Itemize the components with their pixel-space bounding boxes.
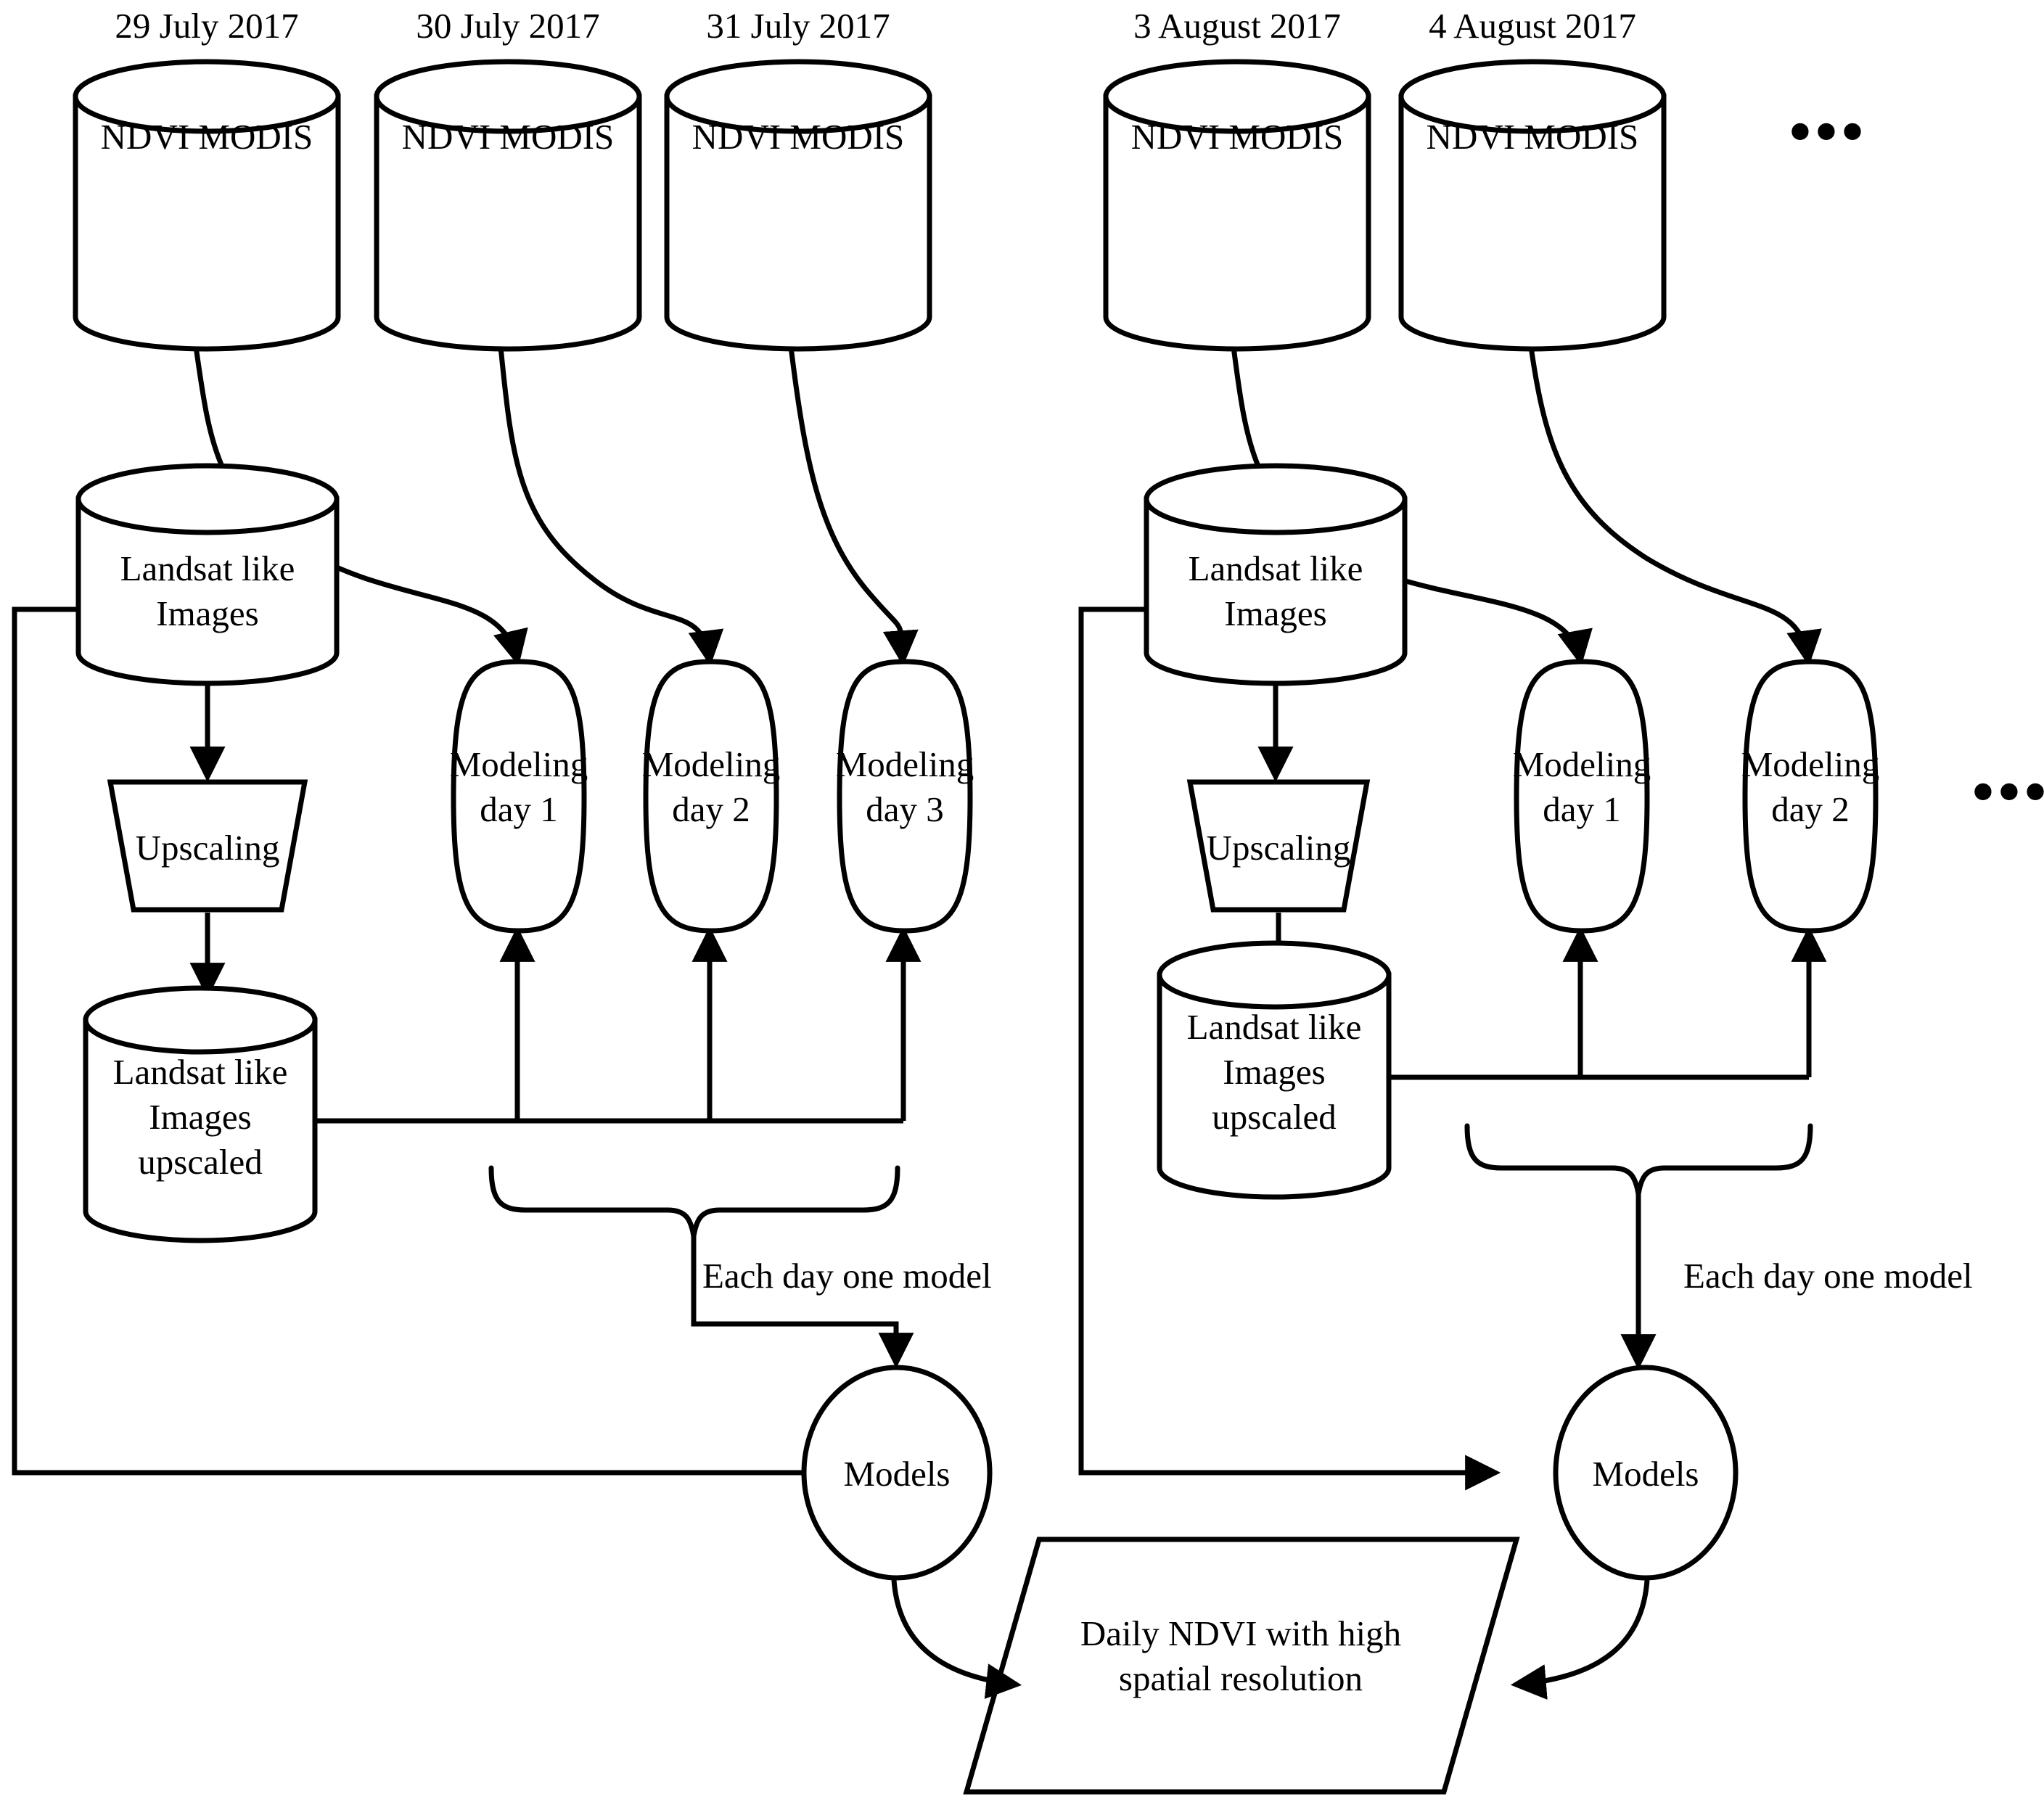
modeling-box-2-right: Modeling day 2	[1741, 659, 1880, 934]
modeling-line1-1-right: Modeling	[1513, 744, 1651, 784]
edge-landsat-to-models-left	[12, 606, 841, 1491]
models-circle-left: Models	[801, 1365, 993, 1581]
landsat-upscaled-line1-left: Landsat like	[113, 1052, 288, 1092]
landsat-upscaled-cylinder-right: Landsat like Images upscaled	[1157, 940, 1392, 1200]
modeling-line1-1-left: Modeling	[450, 744, 588, 784]
modeling-line2-2-left: day 2	[672, 789, 750, 829]
date-label-1: 29 July 2017	[115, 6, 298, 46]
models-label-left: Models	[844, 1454, 951, 1494]
modeling-line2-1-right: day 1	[1543, 789, 1621, 829]
modis-label-4: NDVI MODIS	[1131, 117, 1344, 157]
date-label-3: 31 July 2017	[706, 6, 890, 46]
landsat-upscaled-cylinder-left: Landsat like Images upscaled	[83, 985, 318, 1243]
models-label-right: Models	[1593, 1454, 1699, 1494]
date-label-4: 3 August 2017	[1133, 6, 1341, 46]
modeling-box-2-left: Modeling day 2	[642, 659, 781, 934]
upscaling-label-left: Upscaling	[136, 828, 280, 868]
edge-modis2-to-modeling2	[498, 346, 724, 667]
modis-cylinder-2: NDVI MODIS	[374, 59, 642, 352]
upscaling-trapezoid-right: Upscaling	[1186, 779, 1371, 913]
modis-label-2: NDVI MODIS	[402, 117, 615, 157]
edge-modis5-to-modeling2-right	[1528, 346, 1822, 667]
modeling-line1-2-right: Modeling	[1741, 744, 1880, 784]
upscaling-trapezoid-left: Upscaling	[107, 779, 308, 913]
date-label-2: 30 July 2017	[416, 6, 599, 46]
modeling-line2-2-right: day 2	[1771, 789, 1850, 829]
landsat-source-cylinder-right: Landsat like Images	[1144, 463, 1408, 686]
edge-modis3-to-modeling3	[788, 346, 919, 667]
modis-label-3: NDVI MODIS	[692, 117, 905, 157]
landsat-upscaled-line2-left: Images	[149, 1097, 252, 1137]
brace-right	[1464, 1123, 1813, 1195]
modis-label-1: NDVI MODIS	[101, 117, 313, 157]
ellipsis-middle-right-icon: •••	[1972, 757, 2044, 826]
landsat-source-line2-left: Images	[156, 593, 259, 633]
output-parallelogram: Daily NDVI with high spatial resolution	[963, 1537, 1520, 1795]
modis-cylinder-5: NDVI MODIS	[1398, 59, 1667, 352]
landsat-source-cylinder-left: Landsat like Images	[75, 463, 340, 686]
modis-cylinder-3: NDVI MODIS	[664, 59, 932, 352]
edge-models-right-to-output	[1510, 1579, 1650, 1700]
modis-cylinder-1: NDVI MODIS	[73, 59, 341, 352]
modeling-box-1-right: Modeling day 1	[1513, 659, 1651, 934]
landsat-upscaled-line2-right: Images	[1223, 1052, 1326, 1092]
modeling-line1-3-left: Modeling	[836, 744, 974, 784]
edge-models-left-to-output	[891, 1579, 1022, 1699]
landsat-source-line1-right: Landsat like	[1189, 548, 1363, 588]
landsat-upscaled-line3-right: upscaled	[1212, 1097, 1336, 1137]
modeling-line2-3-left: day 3	[866, 789, 944, 829]
modeling-box-3-left: Modeling day 3	[836, 659, 974, 934]
ellipsis-top-icon: •••	[1789, 96, 1868, 166]
landsat-source-line1-left: Landsat like	[120, 548, 295, 588]
landsat-source-line2-right: Images	[1224, 593, 1327, 633]
edge-brace-to-models-left	[691, 1236, 914, 1369]
brace-label-right: Each day one model	[1683, 1256, 1973, 1296]
output-line2: spatial resolution	[1119, 1658, 1363, 1698]
modis-label-5: NDVI MODIS	[1427, 117, 1639, 157]
modeling-box-1-left: Modeling day 1	[450, 659, 588, 934]
output-line1: Daily NDVI with high	[1080, 1613, 1401, 1653]
landsat-upscaled-line3-left: upscaled	[138, 1142, 262, 1182]
upscaling-label-right: Upscaling	[1207, 828, 1351, 868]
modeling-line2-1-left: day 1	[480, 789, 558, 829]
edge-landsat-to-models-right	[1078, 606, 1501, 1491]
brace-left	[488, 1165, 900, 1237]
modeling-line1-2-left: Modeling	[642, 744, 781, 784]
models-circle-right: Models	[1553, 1365, 1739, 1581]
brace-label-left: Each day one model	[702, 1256, 992, 1296]
modis-cylinder-4: NDVI MODIS	[1103, 59, 1371, 352]
date-label-5: 4 August 2017	[1429, 6, 1636, 46]
landsat-upscaled-line1-right: Landsat like	[1187, 1007, 1362, 1047]
